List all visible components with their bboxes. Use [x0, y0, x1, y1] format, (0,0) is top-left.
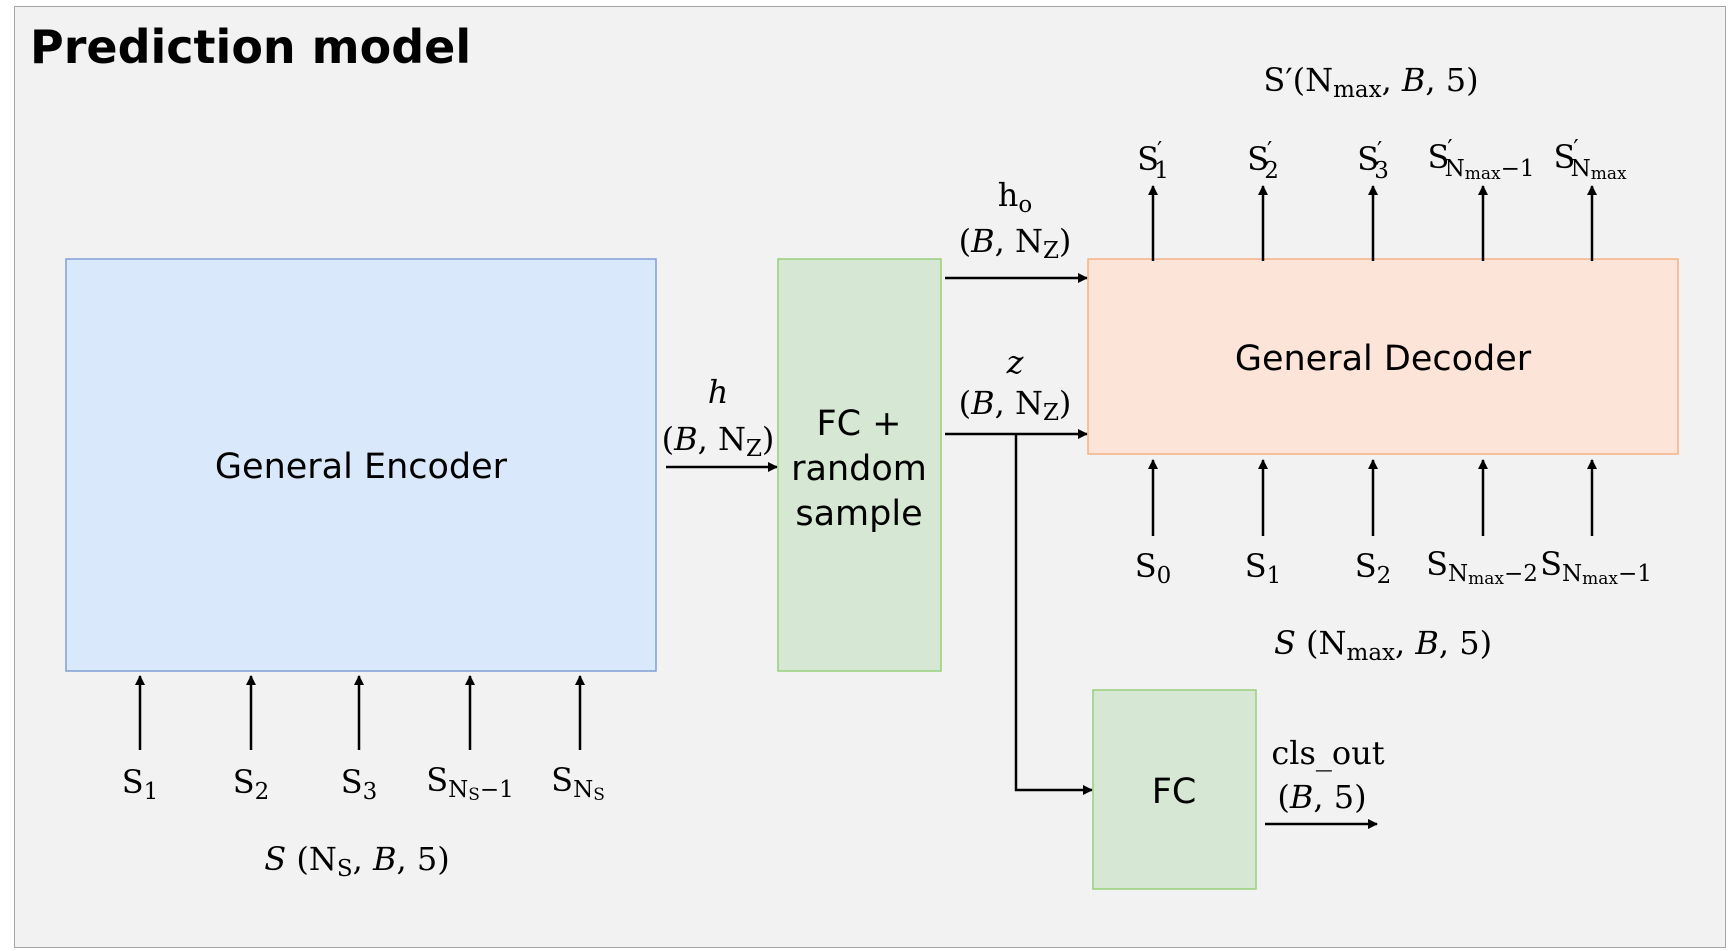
decoder-input-shape-label: S (Nmax, B, 5): [1274, 624, 1492, 666]
general-decoder-box: [1087, 258, 1679, 455]
z-to-fc-connector: [1014, 434, 1093, 795]
general-encoder-label: General Encoder: [215, 447, 508, 487]
encoder-input-s3: S3: [341, 763, 378, 805]
z-label: z: [1006, 343, 1025, 381]
decoder-input-s-nmax-minus-2: SNmax−2: [1426, 545, 1538, 589]
decoder-input-s-nmax-minus-1: SNmax−1: [1540, 545, 1652, 589]
decoder-input-labels: S0 S1 S2 SNmax−2 SNmax−1: [1135, 545, 1652, 589]
z-shape-label: (B, NZ): [959, 384, 1072, 426]
cls-out-shape-label: (B, 5): [1277, 778, 1366, 816]
ho-shape-label: (B, NZ): [959, 222, 1072, 264]
fc-label: FC: [1152, 772, 1197, 812]
decoder-input-s0: S0: [1135, 547, 1172, 589]
fc-box: [1092, 689, 1257, 890]
decoder-output-s-nmax-minus-1-prime: S′Nmax−1: [1427, 136, 1534, 184]
decoder-output-s3-prime: S′3: [1357, 138, 1389, 184]
decoder-input-arrows: [1148, 459, 1597, 536]
decoder-input-s1: S1: [1245, 547, 1282, 589]
decoder-output-s-nmax-prime: S′Nmax: [1553, 136, 1627, 184]
cls-out-label: cls_out: [1271, 734, 1384, 772]
fc-random-label-line3: sample: [795, 494, 922, 534]
encoder-input-s-ns-minus-1: SNS−1: [426, 761, 514, 805]
general-decoder-label: General Decoder: [1235, 339, 1532, 379]
decoder-output-arrows: [1148, 185, 1597, 261]
h-shape-label: (B, NZ): [662, 420, 775, 462]
fc-random-sample-box: [777, 258, 942, 672]
encoder-input-arrows: [135, 675, 585, 750]
h-label: h: [708, 373, 729, 411]
encoder-input-labels: S1 S2 S3 SNS−1 SNS: [122, 761, 605, 805]
decoder-output-labels: S′1 S′2 S′3 S′Nmax−1 S′Nmax: [1137, 136, 1627, 184]
decoder-output-s1-prime: S′1: [1137, 138, 1169, 184]
ho-label: ho: [998, 176, 1032, 218]
fc-random-label-line1: FC +: [816, 404, 901, 444]
encoder-input-s2: S2: [233, 763, 270, 805]
diagram-title: Prediction model: [30, 20, 471, 74]
encoder-input-s1: S1: [122, 763, 159, 805]
decoder-output-s2-prime: S′2: [1247, 138, 1279, 184]
fc-random-label-line2: random: [791, 449, 927, 489]
encoder-input-s-ns: SNS: [551, 761, 605, 805]
decoder-output-shape-label: S′(Nmax, B, 5): [1263, 61, 1478, 103]
general-encoder-box: [65, 258, 657, 672]
encoder-input-shape-label: S (NS, B, 5): [264, 840, 449, 882]
decoder-input-s2: S2: [1355, 547, 1392, 589]
